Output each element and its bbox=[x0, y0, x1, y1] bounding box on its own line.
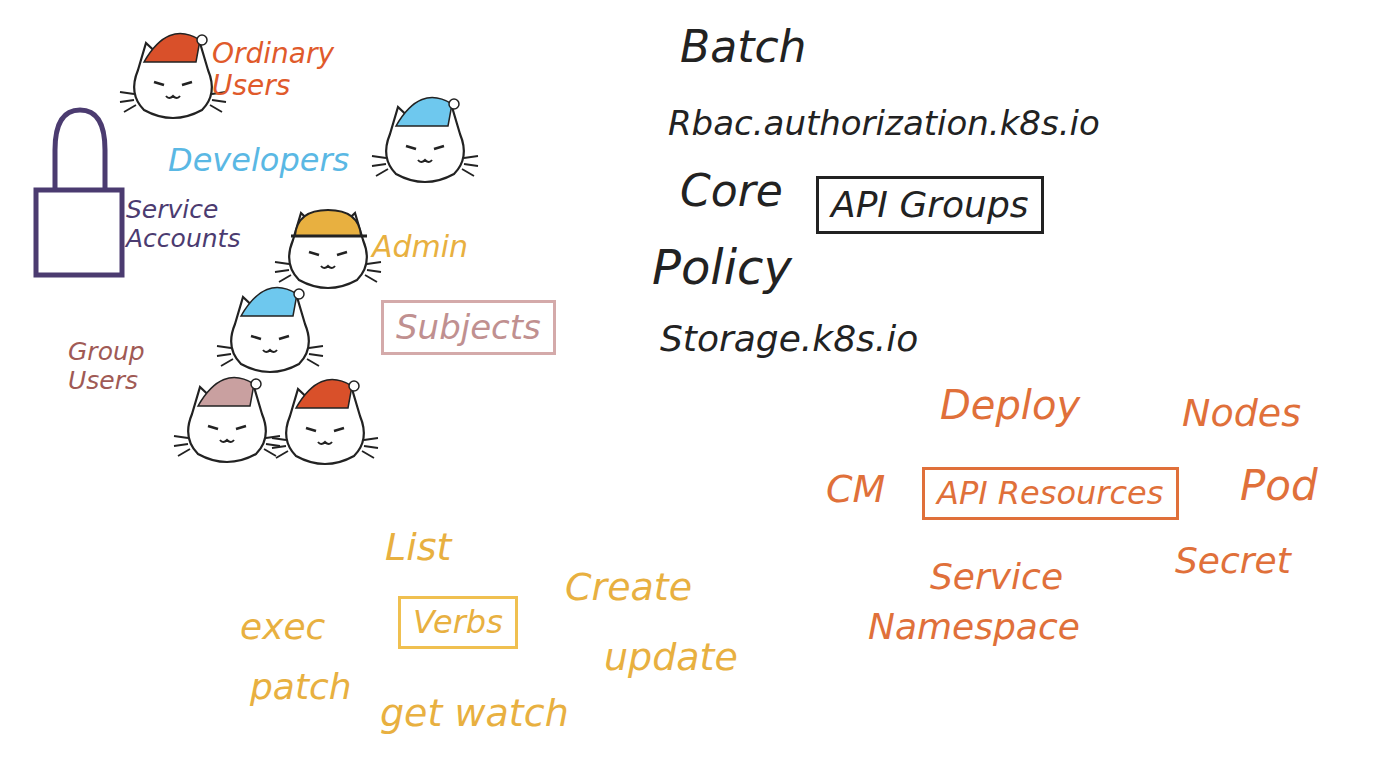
group-box: API Groups bbox=[816, 176, 1044, 234]
api-group-label: Storage.k8s.io bbox=[660, 318, 918, 359]
box-title: API Resources bbox=[937, 474, 1164, 512]
resources-box: API Resources bbox=[922, 467, 1179, 520]
resource-label: Service bbox=[930, 556, 1063, 597]
api-group-label: Policy bbox=[652, 240, 792, 295]
box-title: Subjects bbox=[396, 307, 541, 348]
resource-label: Namespace bbox=[868, 606, 1080, 647]
lock-icon bbox=[36, 110, 122, 275]
subject-label: Service Accounts bbox=[126, 196, 266, 254]
subject-label: Developers bbox=[168, 142, 349, 179]
cat-ordinary bbox=[120, 34, 226, 118]
verb-label: update bbox=[604, 636, 738, 680]
resource-label: Pod bbox=[1240, 462, 1318, 510]
cat-admin bbox=[275, 210, 381, 288]
cat-developer bbox=[372, 98, 478, 182]
subject-label: Group Users bbox=[68, 338, 178, 396]
subject-label: Admin bbox=[372, 230, 468, 265]
cat-group bbox=[174, 378, 280, 462]
resource-label: Secret bbox=[1175, 540, 1291, 581]
box-title: Verbs bbox=[413, 603, 503, 641]
verbs-box: Verbs bbox=[398, 596, 518, 649]
cat-group bbox=[217, 288, 323, 372]
resource-label: Deploy bbox=[940, 382, 1080, 428]
api-group-label: Rbac.authorization.k8s.io bbox=[668, 104, 1100, 143]
api-group-label: Core bbox=[680, 166, 783, 217]
box-title: API Groups bbox=[831, 183, 1029, 226]
verb-label: Create bbox=[565, 566, 692, 610]
resource-label: Nodes bbox=[1182, 392, 1301, 436]
verb-label: List bbox=[385, 526, 451, 570]
verb-label: exec bbox=[240, 606, 325, 647]
api-group-label: Batch bbox=[680, 22, 806, 73]
subjects-box: Subjects bbox=[381, 300, 556, 355]
subject-label: Ordinary Users bbox=[212, 38, 362, 102]
verb-label: get watch bbox=[380, 692, 569, 736]
verb-label: patch bbox=[250, 666, 352, 707]
resource-label: CM bbox=[826, 468, 885, 512]
cat-group bbox=[272, 380, 378, 464]
